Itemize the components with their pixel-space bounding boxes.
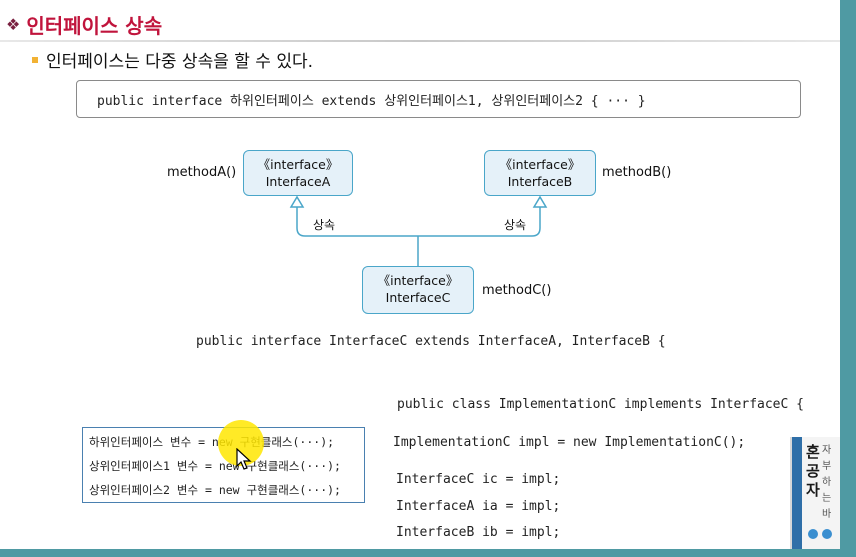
example-line-2: 상위인터페이스1 변수 = new 구현클래스(···); [89, 458, 341, 474]
method-a-label: methodA() [167, 165, 236, 180]
book-subtitle: 자부하는바 [822, 443, 834, 523]
interface-c-stereotype: 《interface》 [363, 272, 473, 289]
method-c-label: methodC() [482, 283, 551, 298]
example-line-1: 하위인터페이스 변수 = new 구현클래스(···); [89, 434, 334, 450]
book-spine [792, 437, 802, 549]
interface-b-name: InterfaceB [485, 173, 595, 190]
interface-a-name: InterfaceA [244, 173, 352, 190]
arrow-head-right [534, 197, 546, 207]
mouse-pointer-icon [236, 448, 254, 472]
ic-assignment-line: InterfaceC ic = impl; [396, 472, 560, 487]
book-dot-icon [822, 529, 832, 539]
example-line-3: 상위인터페이스2 변수 = new 구현클래스(···); [89, 482, 341, 498]
interface-a-box: 《interface》 InterfaceA [243, 150, 353, 196]
interface-b-box: 《interface》 InterfaceB [484, 150, 596, 196]
window-frame-bottom [0, 549, 856, 557]
interface-c-declaration: public interface InterfaceC extends Inte… [196, 334, 666, 349]
method-b-label: methodB() [602, 165, 671, 180]
arrow-head-left [291, 197, 303, 207]
book-dot-icon [808, 529, 818, 539]
window-frame-right [840, 0, 856, 557]
interface-a-stereotype: 《interface》 [244, 156, 352, 173]
book-title: 혼공자 [806, 443, 822, 500]
impl-instantiation-line: ImplementationC impl = new Implementatio… [393, 435, 745, 450]
inherit-label-left: 상속 [313, 216, 335, 233]
ib-assignment-line: InterfaceB ib = impl; [396, 525, 560, 540]
inherit-label-right: 상속 [504, 216, 526, 233]
book-cover-thumbnail: 혼공자 자부하는바 [790, 437, 840, 549]
class-declaration: public class ImplementationC implements … [397, 397, 804, 412]
interface-b-stereotype: 《interface》 [485, 156, 595, 173]
interface-c-box: 《interface》 InterfaceC [362, 266, 474, 314]
ia-assignment-line: InterfaceA ia = impl; [396, 499, 560, 514]
interface-c-name: InterfaceC [363, 289, 473, 306]
